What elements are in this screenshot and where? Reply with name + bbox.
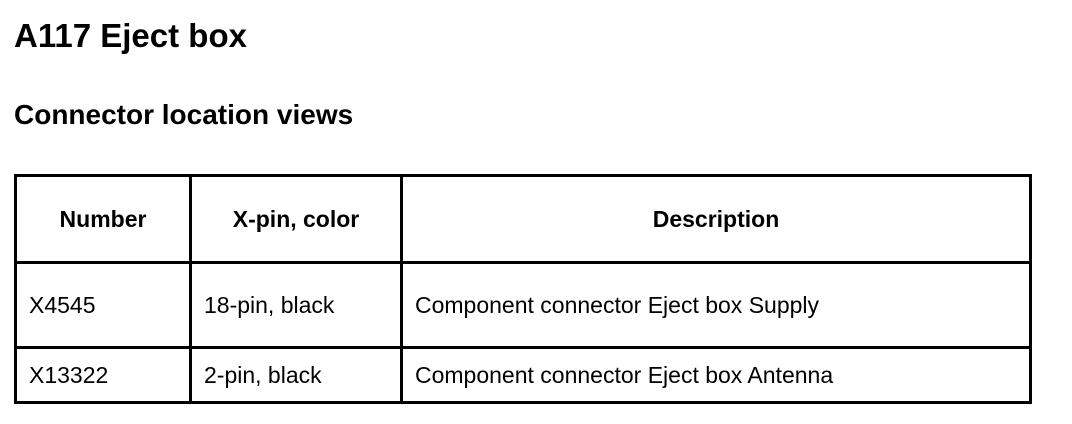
header-number: Number <box>14 174 192 264</box>
section-heading: Connector location views <box>14 99 354 130</box>
table-row: X13322 2-pin, black Component connector … <box>14 346 1032 404</box>
connector-table: Number X-pin, color Description X4545 18… <box>14 174 1032 404</box>
cell-pin-color: 18-pin, black <box>189 261 403 349</box>
table-header-row: Number X-pin, color Description <box>14 174 1032 264</box>
cell-number: X4545 <box>14 261 192 349</box>
header-description: Description <box>400 174 1032 264</box>
cell-number: X13322 <box>14 346 192 404</box>
cell-description: Component connector Eject box Antenna <box>400 346 1032 404</box>
header-pin-color: X-pin, color <box>189 174 403 264</box>
cell-pin-color: 2-pin, black <box>189 346 403 404</box>
cell-description: Component connector Eject box Supply <box>400 261 1032 349</box>
page-title: A117 Eject box <box>14 17 247 54</box>
table-row: X4545 18-pin, black Component connector … <box>14 261 1032 349</box>
